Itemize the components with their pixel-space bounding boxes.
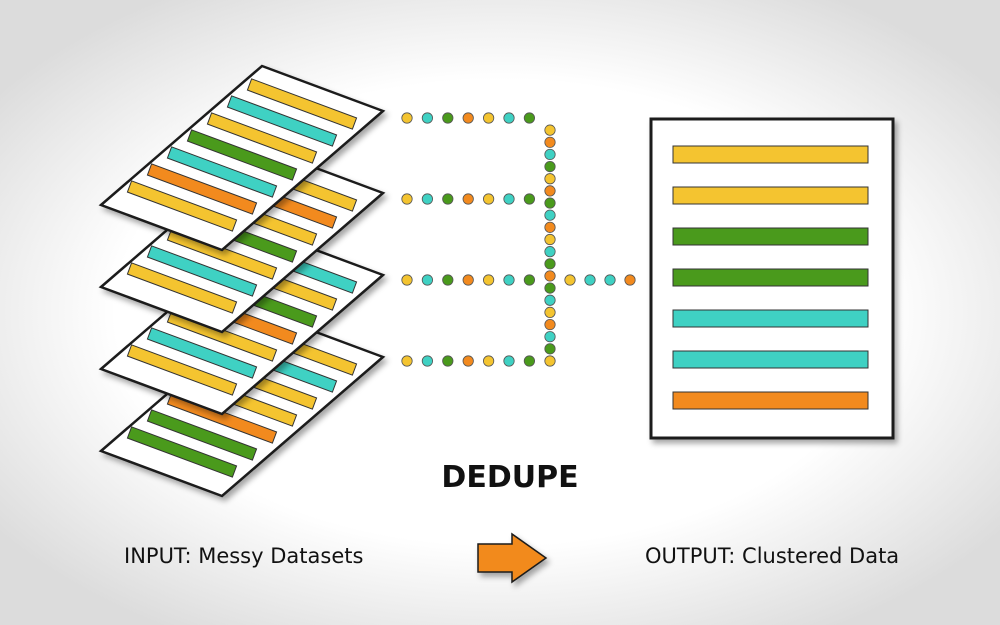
trunk-dot	[544, 209, 556, 221]
connector-dot	[523, 274, 536, 286]
connector-dot	[442, 112, 454, 124]
connector-dot	[523, 193, 536, 205]
data-row-bar	[146, 409, 258, 461]
trunk-dot	[544, 294, 556, 306]
connector-dot	[482, 193, 495, 205]
output-row-bar	[672, 391, 869, 410]
connector-dot	[503, 112, 515, 124]
trunk-dot	[544, 306, 556, 318]
connector-dot	[401, 274, 413, 286]
connector-dot	[462, 355, 474, 367]
output-row-bar	[672, 186, 869, 205]
trunk-dot	[544, 185, 556, 197]
connector-dot	[482, 112, 495, 124]
connector-dot	[442, 193, 454, 205]
output-caption: OUTPUT: Clustered Data	[645, 544, 900, 568]
trunk-dot	[544, 343, 556, 355]
data-row-bar	[146, 327, 258, 379]
data-row-bar	[246, 78, 358, 130]
output-row-bar	[672, 309, 869, 328]
connector-dot	[401, 355, 413, 367]
output-row-bar	[672, 227, 869, 246]
arrow-right-icon	[477, 532, 548, 584]
trunk-dot	[544, 124, 556, 136]
trunk-dot	[544, 331, 556, 343]
connector-dot	[421, 193, 433, 205]
data-row-bar	[146, 163, 258, 215]
trunk-dot	[544, 173, 556, 185]
trunk-dot	[544, 246, 556, 258]
input-sheet	[98, 64, 386, 252]
output-row-bar	[672, 350, 869, 369]
merge-dot	[624, 274, 636, 286]
data-row-bar	[206, 112, 318, 164]
connector-dot	[482, 355, 495, 367]
output-row-bar	[672, 268, 869, 287]
trunk-dot	[544, 136, 556, 148]
trunk-dot	[544, 282, 556, 294]
merge-dot	[564, 274, 576, 286]
connector-dot	[462, 274, 474, 286]
trunk-dot	[544, 161, 556, 173]
data-row-bar	[166, 146, 278, 198]
trunk-dot	[544, 197, 556, 209]
data-row-bar	[126, 262, 238, 314]
data-row-bar	[226, 95, 338, 147]
output-document-icon	[649, 117, 895, 440]
trunk-dot	[544, 148, 556, 161]
connector-dot	[503, 274, 515, 286]
trunk-dot	[544, 270, 556, 282]
merge-dot	[604, 274, 616, 286]
input-caption: INPUT: Messy Datasets	[124, 544, 364, 568]
connector-dot	[401, 112, 413, 124]
trunk-dot	[544, 258, 556, 270]
data-row-bar	[186, 129, 298, 181]
connector-dot	[401, 193, 413, 205]
connector-dot	[442, 355, 454, 367]
data-row-bar	[126, 426, 238, 478]
stacked-sheets-icon	[98, 64, 386, 498]
connector-dot	[482, 274, 495, 286]
output-row-bar	[672, 145, 869, 164]
connector-dots	[401, 112, 636, 367]
connector-dot	[462, 193, 474, 205]
trunk-dot	[544, 318, 556, 331]
trunk-dot	[544, 233, 556, 246]
connector-dot	[442, 274, 454, 286]
diagram-title: DEDUPE	[441, 460, 579, 495]
input-sheet	[98, 310, 386, 498]
connector-dot	[421, 112, 433, 124]
connector-dot	[421, 274, 433, 286]
data-row-bar	[126, 344, 238, 396]
merge-dot	[584, 274, 596, 286]
data-row-bar	[126, 180, 238, 232]
connector-dot	[462, 112, 474, 124]
connector-dot	[523, 355, 536, 367]
connector-dot	[421, 355, 433, 367]
connector-dot	[523, 112, 536, 124]
trunk-dot	[544, 355, 556, 367]
trunk-dot	[544, 221, 556, 233]
connector-dot	[503, 355, 515, 367]
connector-dot	[503, 193, 515, 205]
data-row-bar	[146, 245, 258, 297]
